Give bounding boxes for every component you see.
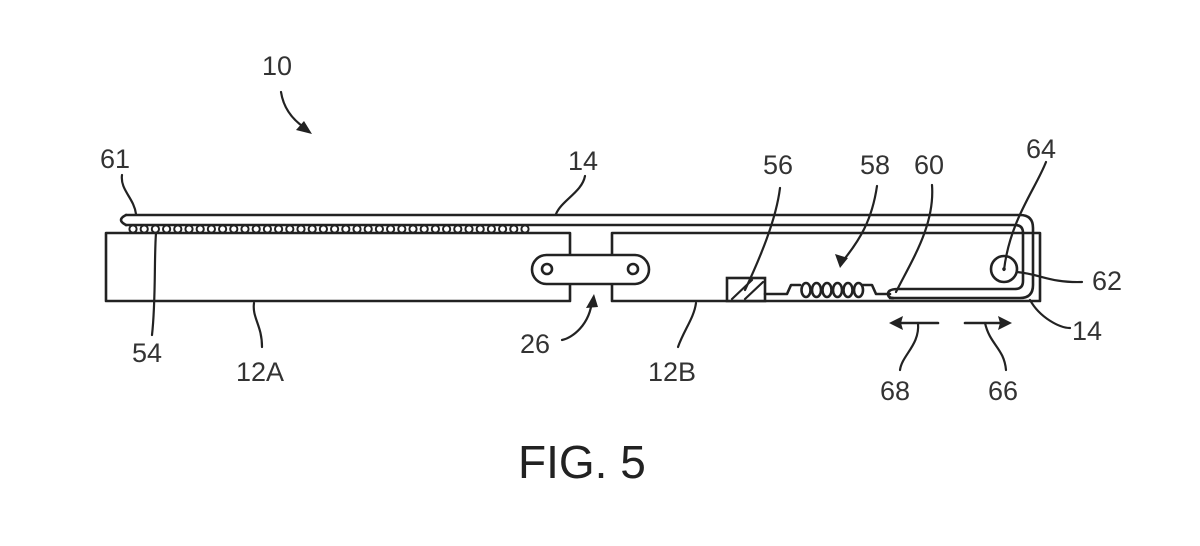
leader-56 (743, 186, 782, 292)
leader-14-top (554, 174, 587, 216)
figure-title: FIG. 5 (518, 436, 646, 488)
ball-bearing (240, 224, 250, 234)
hinge-pin-left (540, 262, 554, 276)
label-10: 10 (262, 51, 292, 81)
leader-66 (983, 321, 1008, 372)
ball-bearing (128, 224, 138, 234)
arrow-right-66-icon (998, 316, 1012, 330)
ball-bearing-row (128, 224, 530, 234)
label-66: 66 (988, 376, 1018, 406)
ball-bearing (285, 224, 295, 234)
ball-bearing (430, 224, 440, 234)
label-61: 61 (100, 144, 130, 174)
ball-bearing (307, 224, 317, 234)
label-68: 68 (880, 376, 910, 406)
label-12a: 12A (236, 357, 284, 387)
spring-coils (800, 281, 865, 299)
ball-bearing (486, 224, 496, 234)
spring-coil (821, 281, 833, 299)
leader-58 (840, 184, 879, 264)
arrowhead-58-icon (835, 254, 848, 268)
ball-bearing (363, 224, 373, 234)
hinge-link (530, 253, 651, 286)
ball-bearing (296, 224, 306, 234)
label-62: 62 (1092, 266, 1122, 296)
leader-68 (898, 321, 920, 372)
label-54: 54 (132, 338, 162, 368)
ball-bearing (184, 224, 194, 234)
ball-bearing (330, 224, 340, 234)
label-58: 58 (860, 150, 890, 180)
leader-10 (279, 90, 307, 130)
leader-61 (120, 173, 138, 216)
ball-bearing (442, 224, 452, 234)
ball-bearing (150, 224, 160, 234)
ball-bearing (520, 224, 530, 234)
leader-54 (150, 231, 158, 337)
housing-12b (610, 231, 1042, 303)
ball-bearing (386, 224, 396, 234)
hinge-pin-right (626, 262, 640, 276)
ball-bearing (262, 224, 272, 234)
spring-coil (852, 281, 865, 299)
ball-bearing (251, 224, 261, 234)
label-56: 56 (763, 150, 793, 180)
flexible-display-outer (124, 213, 1035, 300)
ball-bearing (341, 224, 351, 234)
label-12b: 12B (648, 357, 696, 387)
housing-12a (104, 231, 572, 303)
ball-bearing (464, 224, 474, 234)
spring-coil (831, 281, 844, 299)
ball-bearing (509, 224, 519, 234)
spring-right-lead (860, 283, 892, 296)
arrow-left-68-icon (889, 316, 903, 330)
ball-bearing (162, 224, 172, 234)
leader-64 (1002, 160, 1048, 272)
label-14-right: 14 (1072, 316, 1102, 346)
label-60: 60 (914, 150, 944, 180)
label-14-top: 14 (568, 146, 598, 176)
ball-bearing (173, 224, 183, 234)
ball-bearing (229, 224, 239, 234)
ball-bearing (408, 224, 418, 234)
ball-bearing (195, 224, 205, 234)
label-26: 26 (520, 329, 550, 359)
ball-bearing (274, 224, 284, 234)
spring-coil (800, 281, 812, 299)
ball-bearing (139, 224, 149, 234)
label-64: 64 (1026, 134, 1056, 164)
leader-14-right (1028, 298, 1072, 330)
spring-coil (810, 281, 823, 299)
ball-bearing (498, 224, 508, 234)
ball-bearing (419, 224, 429, 234)
leader-12a (252, 301, 264, 349)
spring-coil (842, 281, 854, 299)
ball-bearing (374, 224, 384, 234)
flexible-display-inner (124, 223, 1025, 300)
arrowhead-10-icon (296, 121, 312, 134)
ball-bearing (206, 224, 216, 234)
display-end-61 (119, 213, 128, 227)
ball-bearing (453, 224, 463, 234)
ball-bearing (397, 224, 407, 234)
arrowhead-26-icon (586, 294, 598, 308)
spring-left-lead (763, 283, 802, 296)
leader-12b (676, 301, 698, 349)
ball-bearing (475, 224, 485, 234)
ball-bearing (218, 224, 228, 234)
ball-bearing (352, 224, 362, 234)
leader-62 (1015, 270, 1084, 284)
ball-bearing (318, 224, 328, 234)
leader-60 (894, 183, 934, 294)
